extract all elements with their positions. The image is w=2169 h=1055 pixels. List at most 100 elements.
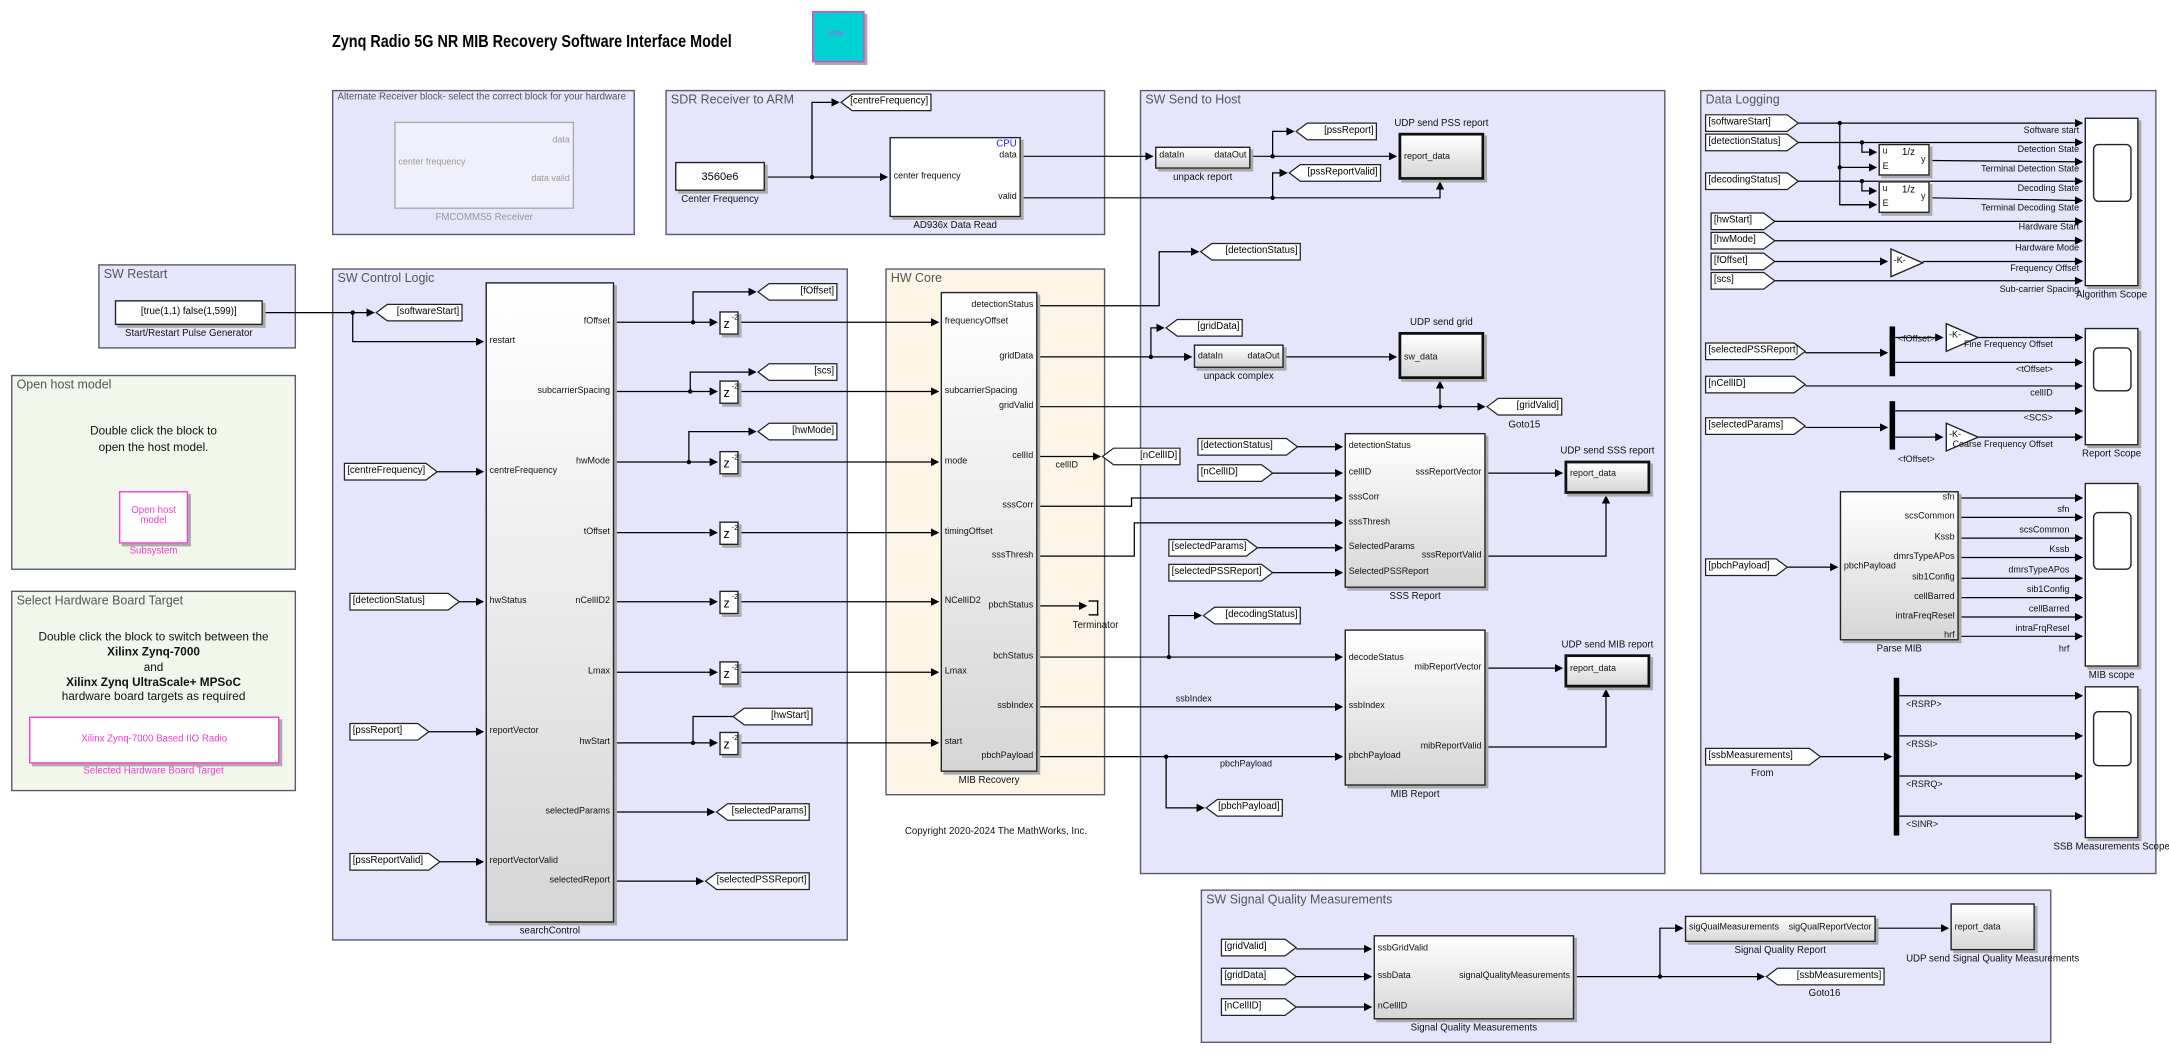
unit-delay-block[interactable]: z-2 <box>719 311 739 335</box>
info-block[interactable]: Info <box>811 11 865 63</box>
block-algo-scope[interactable] <box>2084 117 2139 287</box>
goto-tag[interactable]: [scs] <box>757 363 838 382</box>
goto-tag[interactable]: [pssReport] <box>1295 122 1377 141</box>
from-tag[interactable]: [gridData] <box>1220 967 1298 986</box>
input-port-label: Lmax <box>944 666 967 677</box>
output-port-label: hwStart <box>579 737 611 747</box>
input-port-label: subcarrierSpacing <box>944 385 1018 396</box>
from-tag[interactable]: [selectedParams] <box>1168 538 1259 557</box>
select-hw-instruction: hardware board targets as required <box>61 688 246 703</box>
unit-delay-block[interactable]: z-2 <box>719 590 739 615</box>
gain-block[interactable] <box>1945 322 1981 353</box>
tag-name: [hwMode] <box>1713 235 1756 245</box>
from-tag[interactable]: [selectedPSSReport] <box>1704 342 1807 361</box>
gain-value: -K- <box>1949 430 1962 440</box>
goto-tag[interactable]: [softwareStart] <box>375 303 463 322</box>
block-mib-scope[interactable] <box>2084 482 2139 667</box>
unit-delay-block[interactable]: z-2 <box>719 731 739 756</box>
goto-tag[interactable]: [hwMode] <box>757 422 838 441</box>
open-host-model-block[interactable]: Open host model <box>118 491 189 544</box>
from-tag[interactable]: [nCellID] <box>1197 464 1274 483</box>
goto-tag[interactable]: [selectedPSSReport] <box>704 872 810 891</box>
gain-block[interactable] <box>1945 422 1981 453</box>
open-host-block-text: Open host model <box>131 506 176 526</box>
bus-selector[interactable] <box>1889 326 1896 377</box>
area-title: Open host model <box>16 377 112 392</box>
terminator-block[interactable] <box>1088 600 1099 616</box>
from-tag[interactable]: [hwMode] <box>1710 231 1776 250</box>
from-tag[interactable]: [scs] <box>1710 271 1776 290</box>
output-port-label: data valid <box>531 174 570 184</box>
goto-tag[interactable]: [gridData] <box>1165 318 1243 337</box>
tag-name: [pssReportValid] <box>352 856 424 866</box>
from-tag[interactable]: [centreFrequency] <box>343 462 439 481</box>
block-pulse[interactable]: [true(1,1) false(1,599)] <box>114 300 263 326</box>
block-udp-grid[interactable]: sw_data <box>1398 331 1485 380</box>
tag-name: [detectionStatus] <box>352 596 425 606</box>
gain-block[interactable] <box>1890 247 1926 278</box>
block-udp-sss[interactable]: report_data <box>1564 460 1651 494</box>
block-udp-sq[interactable]: report_data <box>1950 903 2035 951</box>
unit-delay-block[interactable]: z-2 <box>719 450 739 475</box>
from-tag[interactable]: [fOffset] <box>1710 252 1776 271</box>
block-report-scope[interactable] <box>2084 327 2139 446</box>
from-tag[interactable]: [selectedParams] <box>1704 417 1807 435</box>
output-port-label: fOffset <box>583 316 611 327</box>
goto-tag[interactable]: [gridValid] <box>1485 397 1563 416</box>
goto-tag[interactable]: [pbchPayload] <box>1205 798 1283 817</box>
delay-exponent: -2 <box>731 593 738 602</box>
output-port-label: dmrsTypeAPos <box>1893 551 1955 562</box>
unit-delay-block[interactable]: z-2 <box>719 521 739 546</box>
goto-tag[interactable]: [decodingStatus] <box>1202 606 1301 625</box>
tag-name: [selectedParams] <box>1708 420 1784 431</box>
block-udp-pss[interactable]: report_data <box>1398 132 1485 180</box>
goto-tag[interactable]: [fOffset] <box>757 282 838 301</box>
goto-tag[interactable]: [detectionStatus] <box>1199 242 1301 261</box>
delay-exponent: -2 <box>731 314 738 323</box>
from-tag[interactable]: [detectionStatus] <box>349 592 461 611</box>
hardware-board-target-block[interactable]: Xilinx Zynq-7000 Based IIO Radio <box>29 716 280 764</box>
block-ssb-scope[interactable] <box>2084 686 2139 839</box>
from-tag[interactable]: [detectionStatus] <box>1704 133 1800 152</box>
from-tag[interactable]: [gridValid] <box>1220 938 1298 957</box>
copyright-text: Copyright 2020-2024 The MathWorks, Inc. <box>904 827 1088 837</box>
goto-tag[interactable]: [centreFrequency] <box>840 93 932 112</box>
goto-tag[interactable]: [pssReportValid] <box>1288 163 1382 182</box>
scope-signal-label: cellBarred <box>2028 604 2070 615</box>
from-tag[interactable]: [ssbMeasurements] <box>1704 747 1822 766</box>
unit-delay-block[interactable]: z-2 <box>719 661 739 685</box>
from-tag[interactable]: [nCellID] <box>1220 998 1298 1016</box>
goto-tag[interactable]: [nCellID] <box>1101 447 1181 466</box>
from-tag[interactable]: [hwStart] <box>1710 212 1776 231</box>
from-tag[interactable]: [selectedPSSReport] <box>1168 563 1274 582</box>
goto-tag[interactable]: [ssbMeasurements] <box>1765 967 1885 986</box>
from-tag[interactable]: [pssReportValid] <box>349 852 441 871</box>
from-tag[interactable]: [pssReport] <box>349 722 430 741</box>
goto-tag[interactable]: [hwStart] <box>732 707 813 726</box>
goto-tag[interactable]: [selectedParams] <box>715 803 810 821</box>
from-tag[interactable]: [detectionStatus] <box>1197 437 1299 456</box>
block-udp-mib[interactable]: report_data <box>1564 654 1651 688</box>
bus-selector[interactable] <box>1893 677 1900 836</box>
from-tag[interactable]: [pbchPayload] <box>1704 558 1789 577</box>
bus-selector[interactable] <box>1889 401 1896 450</box>
unit-delay-block[interactable]: z-2 <box>719 380 739 404</box>
from-tag[interactable]: [softwareStart] <box>1704 114 1800 133</box>
block-const-cf[interactable]: 3560e6 <box>675 161 765 191</box>
tag-name: [decodingStatus] <box>1225 610 1298 620</box>
from-tag[interactable]: [decodingStatus] <box>1704 172 1800 191</box>
from-tag[interactable]: [nCellID] <box>1704 375 1807 394</box>
